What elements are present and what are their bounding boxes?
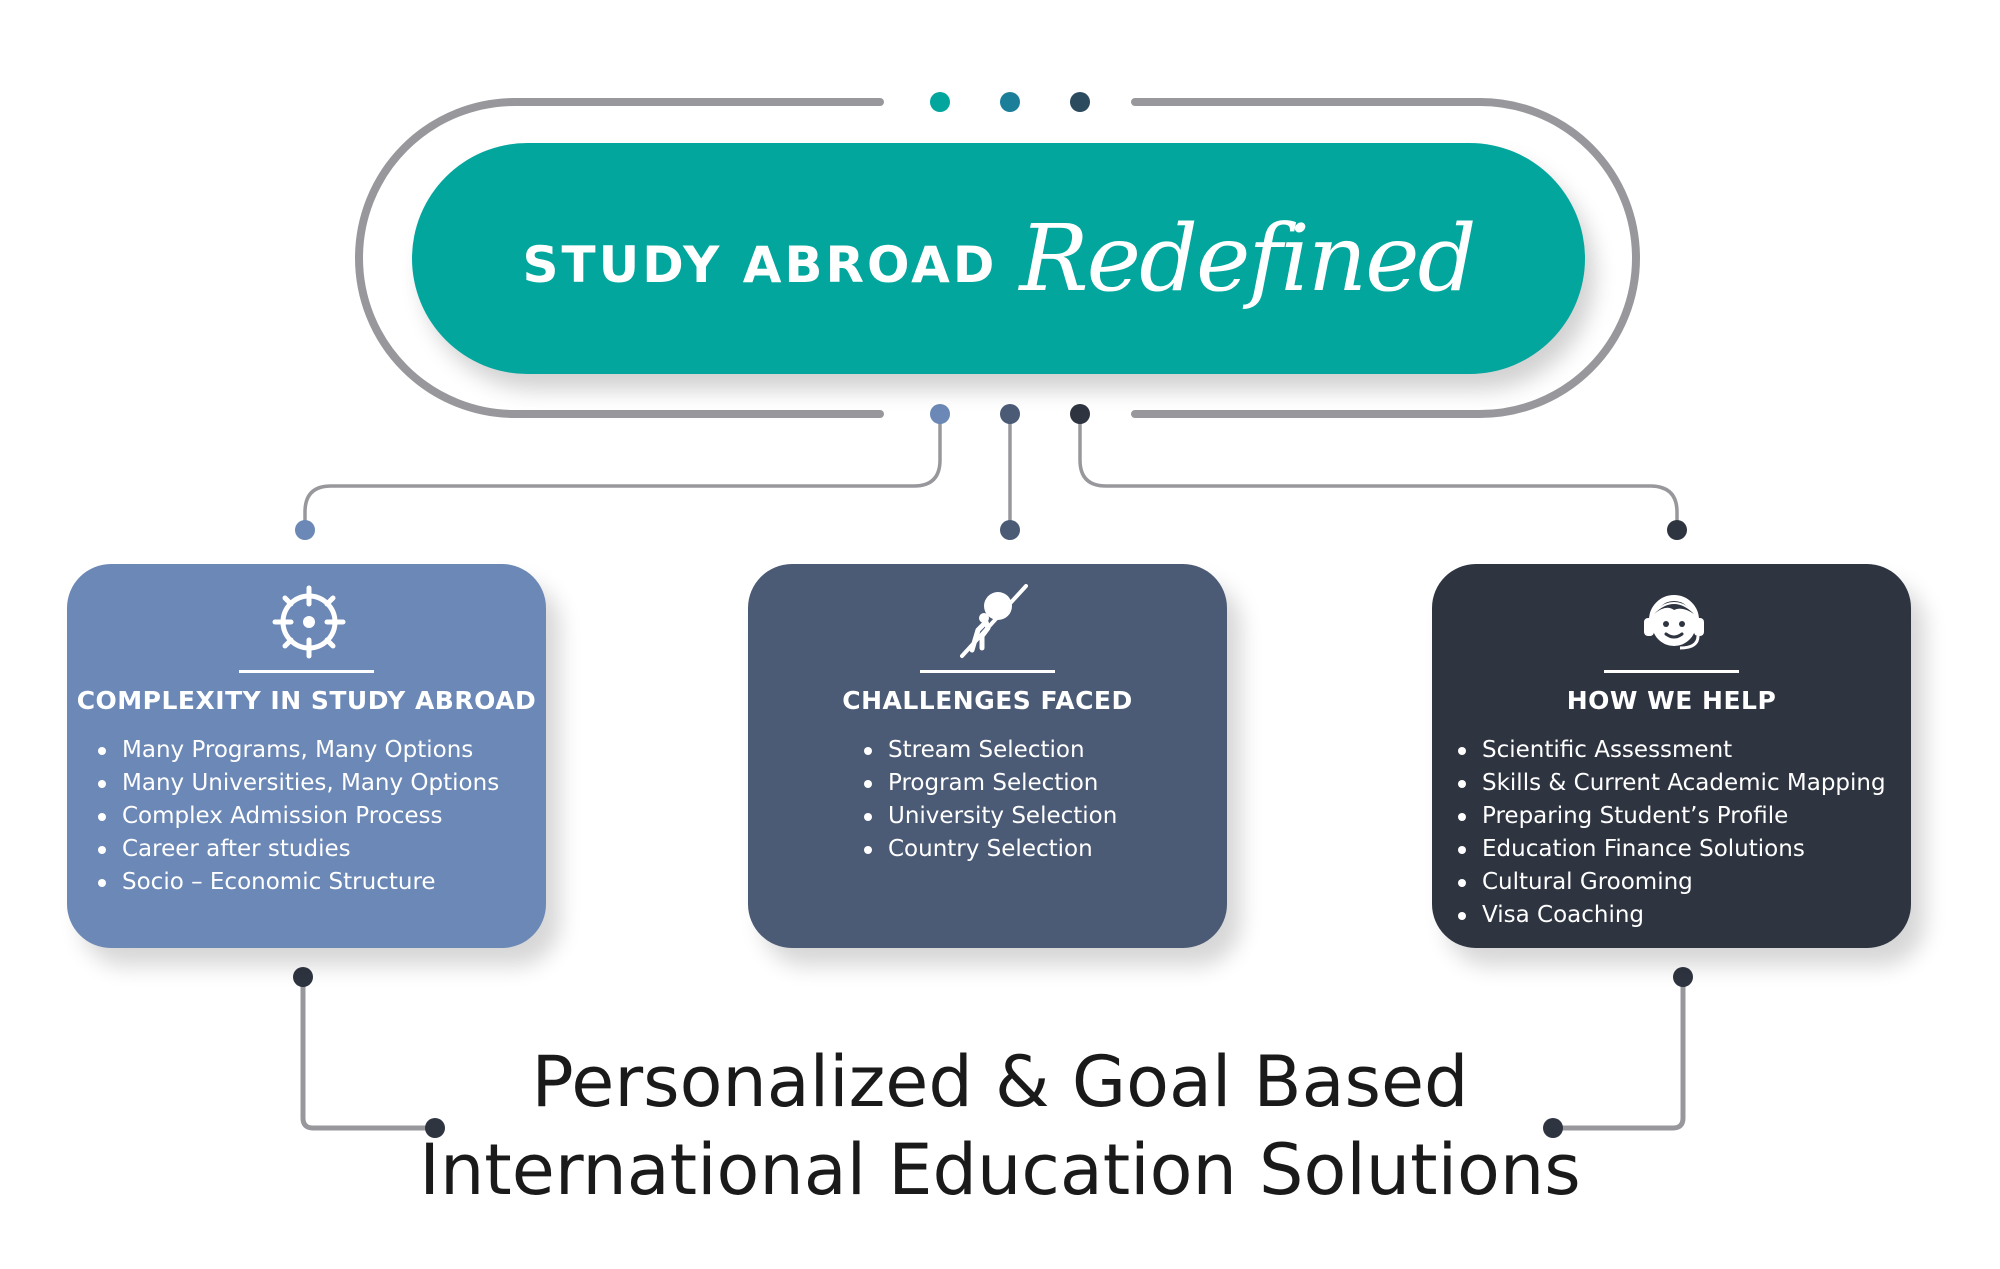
list-item: Socio – Economic Structure (90, 866, 499, 899)
card-divider (920, 670, 1055, 673)
list-item: Skills & Current Academic Mapping (1450, 767, 1886, 800)
bottom-dot-2 (1000, 404, 1020, 424)
connector-footer-left (300, 977, 435, 1131)
connector-footer-right (1553, 977, 1686, 1131)
card-3-bottom-dot (1673, 967, 1693, 987)
list-item: Preparing Student’s Profile (1450, 800, 1886, 833)
card-complexity: COMPLEXITY IN STUDY ABROAD Many Programs… (67, 564, 546, 948)
hero-title-main: STUDY ABROAD (522, 235, 998, 294)
frame-top-right (1131, 98, 1640, 418)
list-item: Cultural Grooming (1450, 866, 1886, 899)
tagline-line-1: Personalized & Goal Based (531, 1041, 1469, 1123)
list-item: Visa Coaching (1450, 899, 1886, 932)
card-title: COMPLEXITY IN STUDY ABROAD (76, 686, 537, 715)
card-divider (1604, 670, 1739, 673)
top-dot-1 (930, 92, 950, 112)
frame-top-left (355, 98, 884, 418)
card-challenges: CHALLENGES FACED Stream Selection Progra… (748, 564, 1227, 948)
list-item: Many Programs, Many Options (90, 734, 499, 767)
footer-right-dot (1543, 1118, 1563, 1138)
footer-left-dot (425, 1118, 445, 1138)
list-item: Many Universities, Many Options (90, 767, 499, 800)
connector-right (1078, 414, 1679, 530)
list-item: Scientific Assessment (1450, 734, 1886, 767)
top-dot-3 (1070, 92, 1090, 112)
card-how-we-help: HOW WE HELP Scientific Assessment Skills… (1432, 564, 1911, 948)
list-item: Program Selection (856, 767, 1117, 800)
headset-support-icon (1636, 584, 1712, 660)
hero-title-script: Redefined (1019, 205, 1476, 312)
tagline-line-2: International Education Solutions (419, 1129, 1581, 1211)
uphill-boulder-icon (952, 584, 1028, 660)
list-item: Complex Admission Process (90, 800, 499, 833)
compass-icon (271, 584, 347, 660)
connector-left (303, 414, 942, 530)
list-item: Education Finance Solutions (1450, 833, 1886, 866)
card-list: Scientific Assessment Skills & Current A… (1450, 734, 1886, 932)
card-divider (239, 670, 374, 673)
hero-pill: STUDY ABROAD Redefined (412, 143, 1585, 374)
card-2-top-dot (1000, 520, 1020, 540)
list-item: Career after studies (90, 833, 499, 866)
card-list: Many Programs, Many Options Many Univers… (90, 734, 499, 899)
list-item: Country Selection (856, 833, 1117, 866)
tagline: Personalized & Goal Based International … (300, 1038, 1700, 1214)
card-title: CHALLENGES FACED (842, 686, 1133, 715)
bottom-dot-1 (930, 404, 950, 424)
card-title: HOW WE HELP (1566, 686, 1777, 715)
bottom-dot-3 (1070, 404, 1090, 424)
list-item: University Selection (856, 800, 1117, 833)
list-item: Stream Selection (856, 734, 1117, 767)
top-dot-2 (1000, 92, 1020, 112)
card-3-top-dot (1667, 520, 1687, 540)
card-1-top-dot (295, 520, 315, 540)
card-1-bottom-dot (293, 967, 313, 987)
card-list: Stream Selection Program Selection Unive… (856, 734, 1117, 866)
